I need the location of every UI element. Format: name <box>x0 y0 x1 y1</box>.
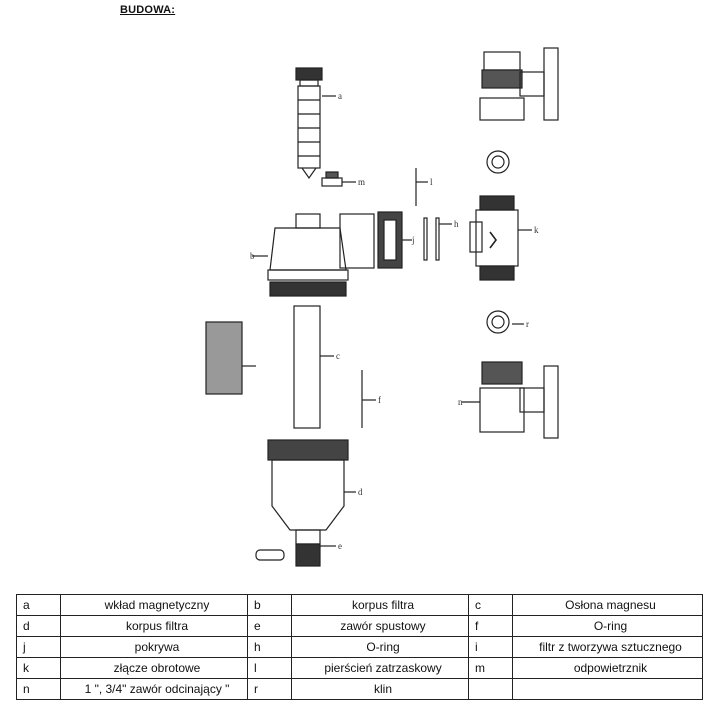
o-ring-h-part <box>423 217 452 261</box>
snap-ring-part <box>415 168 428 206</box>
part-key: r <box>247 678 292 700</box>
parts-legend-table: a wkład magnetyczny b korpus filtra c Os… <box>16 594 703 700</box>
label-d: d <box>358 487 363 497</box>
drain-valve-part <box>255 529 336 567</box>
part-key: e <box>247 615 292 637</box>
label-k: k <box>534 225 539 235</box>
label-b: b <box>250 251 255 261</box>
label-c: c <box>336 351 340 361</box>
part-key: k <box>16 657 61 679</box>
part-name: filtr z tworzywa sztucznego <box>512 636 703 658</box>
part-name <box>512 678 703 700</box>
plastic-filter-part <box>205 321 256 395</box>
label-e: e <box>338 541 342 551</box>
part-name: wkład magnetyczny <box>60 594 248 616</box>
part-key <box>468 678 513 700</box>
part-name: korpus filtra <box>60 615 248 637</box>
magnetic-insert-part <box>295 67 336 180</box>
part-name: O-ring <box>291 636 469 658</box>
part-name: 1 ", 3/4" zawór odcinający " <box>60 678 248 700</box>
part-name: Osłona magnesu <box>512 594 703 616</box>
table-row: a wkład magnetyczny b korpus filtra c Os… <box>16 594 703 616</box>
part-key: j <box>16 636 61 658</box>
table-row: d korpus filtra e zawór spustowy f O-rin… <box>16 615 703 637</box>
label-h: h <box>454 219 459 229</box>
part-name: zawór spustowy <box>291 615 469 637</box>
label-r: r <box>526 319 529 329</box>
part-name: złącze obrotowe <box>60 657 248 679</box>
part-key: d <box>16 615 61 637</box>
air-vent-part <box>321 171 356 187</box>
label-n: n <box>458 397 463 407</box>
label-j: j <box>411 235 415 245</box>
retainer-ring-r-part <box>486 310 510 334</box>
part-key: h <box>247 636 292 658</box>
part-key: f <box>468 615 513 637</box>
exploded-view-drawing: a m l j h k b r c f n d e <box>205 47 559 567</box>
part-name: odpowietrznik <box>512 657 703 679</box>
table-row: k złącze obrotowe l pierścień zatrzaskow… <box>16 657 703 679</box>
shutoff-valve-bottom-part <box>462 361 559 439</box>
table-row: j pokrywa h O-ring i filtr z tworzywa sz… <box>16 636 703 658</box>
cover-part <box>377 211 412 269</box>
shutoff-valve-top-part <box>479 47 559 121</box>
part-name: O-ring <box>512 615 703 637</box>
part-key: a <box>16 594 61 616</box>
retainer-ring-c-part <box>486 150 510 174</box>
o-ring-f-part <box>361 370 376 428</box>
part-key: i <box>468 636 513 658</box>
swivel-joint-part <box>469 195 532 281</box>
label-m: m <box>358 177 365 187</box>
part-key: n <box>16 678 61 700</box>
label-l: l <box>430 177 433 187</box>
part-name: pokrywa <box>60 636 248 658</box>
magnet-shield-part <box>293 305 334 429</box>
part-name: korpus filtra <box>291 594 469 616</box>
part-key: l <box>247 657 292 679</box>
filter-head-part <box>252 213 375 297</box>
part-key: m <box>468 657 513 679</box>
section-heading: BUDOWA: <box>120 4 176 16</box>
part-key: b <box>247 594 292 616</box>
label-a: a <box>338 91 342 101</box>
part-key: c <box>468 594 513 616</box>
part-name: pierścień zatrzaskowy <box>291 657 469 679</box>
label-f: f <box>378 395 381 405</box>
part-name: klin <box>291 678 469 700</box>
filter-bowl-part <box>267 439 356 531</box>
table-row: n 1 ", 3/4" zawór odcinający " r klin <box>16 678 703 700</box>
